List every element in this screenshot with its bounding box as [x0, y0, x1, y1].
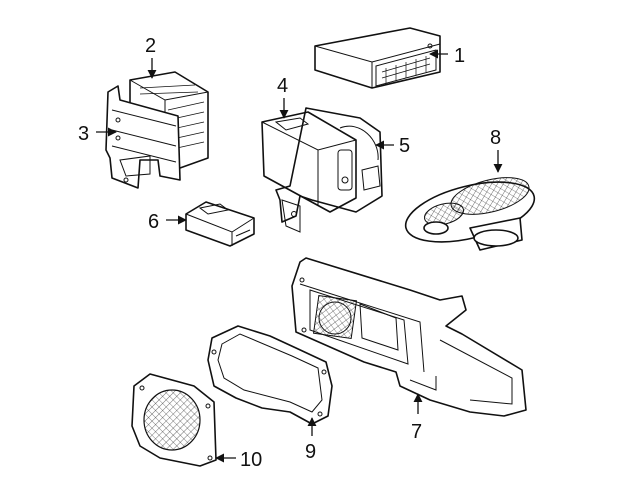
- part-10-round-speaker[interactable]: [131, 373, 217, 467]
- callout-6: 6: [148, 211, 159, 233]
- part-8-oval-speaker[interactable]: [400, 171, 541, 253]
- callout-4: 4: [277, 75, 288, 97]
- callout-labels: 1 2 3 4 5 6 7 8 9 10: [78, 35, 501, 471]
- callout-1: 1: [454, 45, 465, 67]
- callout-8: 8: [490, 127, 501, 149]
- callout-7: 7: [411, 421, 422, 443]
- leader-lines: [96, 49, 503, 463]
- part-6-receiver-sensor[interactable]: [185, 201, 255, 247]
- part-3-mounting-bracket[interactable]: [105, 85, 181, 189]
- part-9-gasket-seal[interactable]: [207, 325, 333, 425]
- callout-9: 9: [305, 441, 316, 463]
- callout-5: 5: [399, 135, 410, 157]
- callout-3: 3: [78, 123, 89, 145]
- part-7-speaker-enclosure[interactable]: [291, 257, 527, 417]
- callout-2: 2: [145, 35, 156, 57]
- callout-10: 10: [240, 449, 262, 471]
- part-1-radio-receiver[interactable]: [314, 27, 441, 89]
- part-5-module-bracket[interactable]: [275, 107, 383, 233]
